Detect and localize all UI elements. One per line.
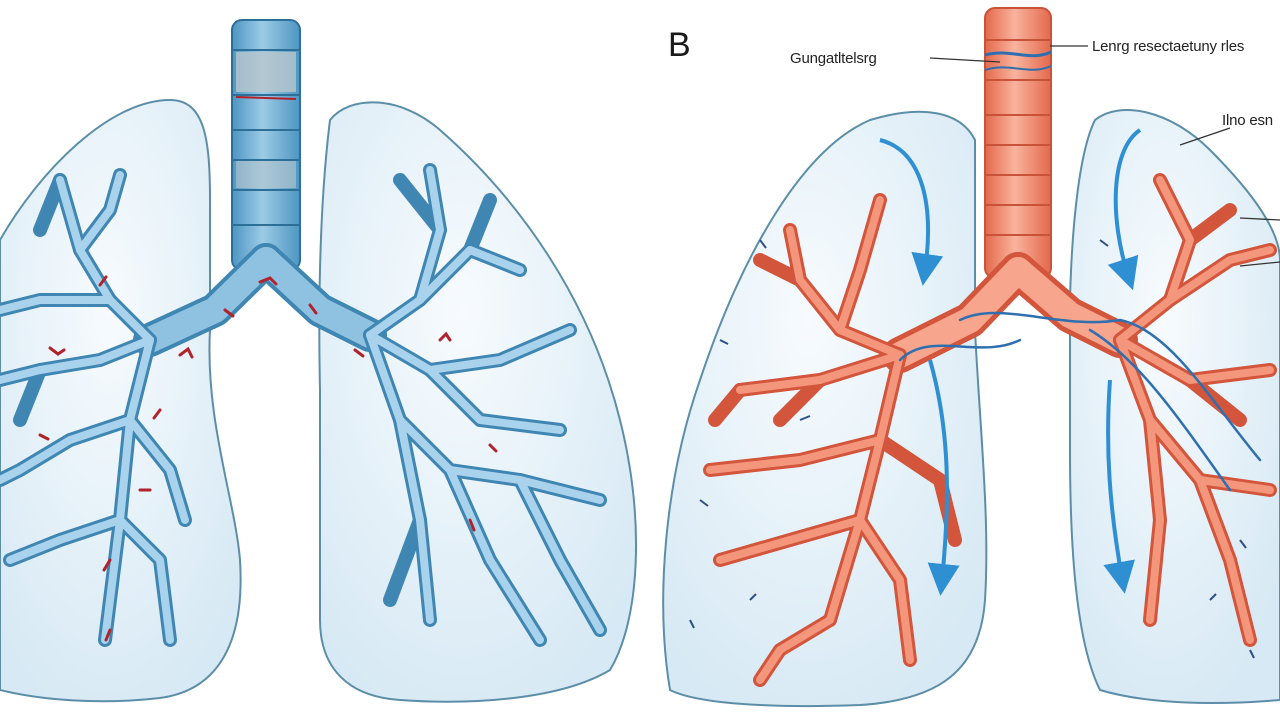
panel-b-bronchial-tree <box>703 173 1277 687</box>
callout-label-right: Ilno esn <box>1222 112 1273 129</box>
panel-b-tissue-marks <box>689 239 1255 659</box>
panel-a-bronchial-tree <box>0 163 607 647</box>
airflow-arrow <box>927 359 960 596</box>
panel-b-callout-lines <box>929 45 1280 267</box>
panel-b-airflow-arrows <box>879 128 1142 596</box>
airflow-arrow <box>879 138 944 286</box>
panel-b-inflamed-lungs <box>662 7 1280 708</box>
panel-a-right-lung <box>0 98 242 703</box>
panel-b-trachea <box>984 7 1052 279</box>
airflow-arrow <box>1107 128 1142 291</box>
callout-label-top-right: Lenrg resectaetuny rles <box>1092 38 1245 55</box>
panel-a-healthy-lungs <box>0 19 637 703</box>
airflow-arrow <box>1103 379 1135 594</box>
panel-a-trachea <box>231 19 301 271</box>
callout-label-left: Gungatltelsrg <box>790 50 877 67</box>
panel-a-lesion-marks <box>38 275 498 642</box>
panel-label-b: B <box>668 26 691 64</box>
